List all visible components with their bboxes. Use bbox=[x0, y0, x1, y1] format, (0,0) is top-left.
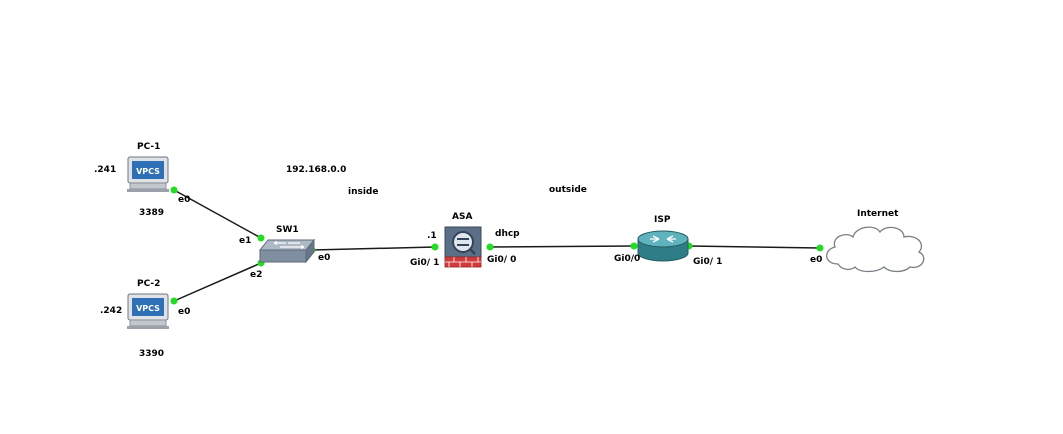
sw1-e1-label: e1 bbox=[239, 236, 252, 246]
port-indicator bbox=[431, 243, 439, 251]
pc2-ip-label: .242 bbox=[100, 306, 123, 316]
pc1-node[interactable]: VPCS bbox=[127, 155, 173, 197]
router-icon bbox=[637, 230, 689, 262]
asa-inside-ip-label: .1 bbox=[427, 231, 437, 241]
pc1-e0-label: e0 bbox=[178, 195, 191, 205]
link-asa-isp[interactable] bbox=[489, 245, 635, 248]
link-isp-internet[interactable] bbox=[688, 245, 821, 249]
firewall-icon bbox=[444, 226, 482, 268]
port-indicator bbox=[257, 234, 265, 242]
sw1-name-label: SW1 bbox=[276, 225, 299, 235]
isp-gi01-label: Gi0/ 1 bbox=[693, 257, 723, 267]
network-label: 192.168.0.0 bbox=[286, 165, 347, 175]
pc2-node[interactable]: VPCS bbox=[127, 292, 173, 334]
asa-name-label: ASA bbox=[452, 212, 473, 222]
link-pc2-sw1[interactable] bbox=[173, 262, 262, 302]
pc1-ip-label: .241 bbox=[94, 165, 117, 175]
isp-node[interactable] bbox=[636, 229, 690, 265]
vpcs-badge: VPCS bbox=[136, 167, 160, 176]
internet-node[interactable] bbox=[820, 220, 932, 274]
port-indicator bbox=[816, 244, 824, 252]
internet-name-label: Internet bbox=[857, 209, 899, 219]
ethernet-switch-icon bbox=[258, 238, 316, 264]
port-indicator bbox=[486, 243, 494, 251]
sw1-e0-label: e0 bbox=[318, 253, 331, 263]
port-indicator bbox=[170, 186, 178, 194]
cloud-icon bbox=[826, 226, 925, 273]
link-pc1-sw1[interactable] bbox=[173, 189, 262, 239]
pc1-port-label: 3389 bbox=[139, 208, 165, 218]
internet-e0-label: e0 bbox=[810, 255, 823, 265]
port-indicator bbox=[630, 242, 638, 250]
pc2-e0-label: e0 bbox=[178, 307, 191, 317]
isp-name-label: ISP bbox=[654, 215, 671, 225]
link-sw1-asa[interactable] bbox=[311, 246, 436, 251]
sw1-e2-label: e2 bbox=[250, 270, 263, 280]
pc2-name-label: PC-2 bbox=[137, 279, 161, 289]
isp-gi00-label: Gi0/0 bbox=[614, 254, 641, 264]
pc2-port-label: 3390 bbox=[139, 349, 165, 359]
inside-zone-label: inside bbox=[348, 187, 379, 197]
pc1-name-label: PC-1 bbox=[137, 142, 161, 152]
asa-gi01-label: Gi0/ 1 bbox=[410, 258, 440, 268]
port-indicator bbox=[170, 297, 178, 305]
vpcs-monitor-icon: VPCS bbox=[127, 156, 169, 192]
asa-gi00-label: Gi0/ 0 bbox=[487, 255, 517, 265]
outside-zone-label: outside bbox=[549, 185, 587, 195]
asa-outside-ip-label: dhcp bbox=[495, 229, 520, 239]
vpcs-badge: VPCS bbox=[136, 304, 160, 313]
sw1-node[interactable] bbox=[258, 238, 316, 266]
vpcs-monitor-icon: VPCS bbox=[127, 293, 169, 329]
asa-node[interactable] bbox=[444, 226, 484, 268]
